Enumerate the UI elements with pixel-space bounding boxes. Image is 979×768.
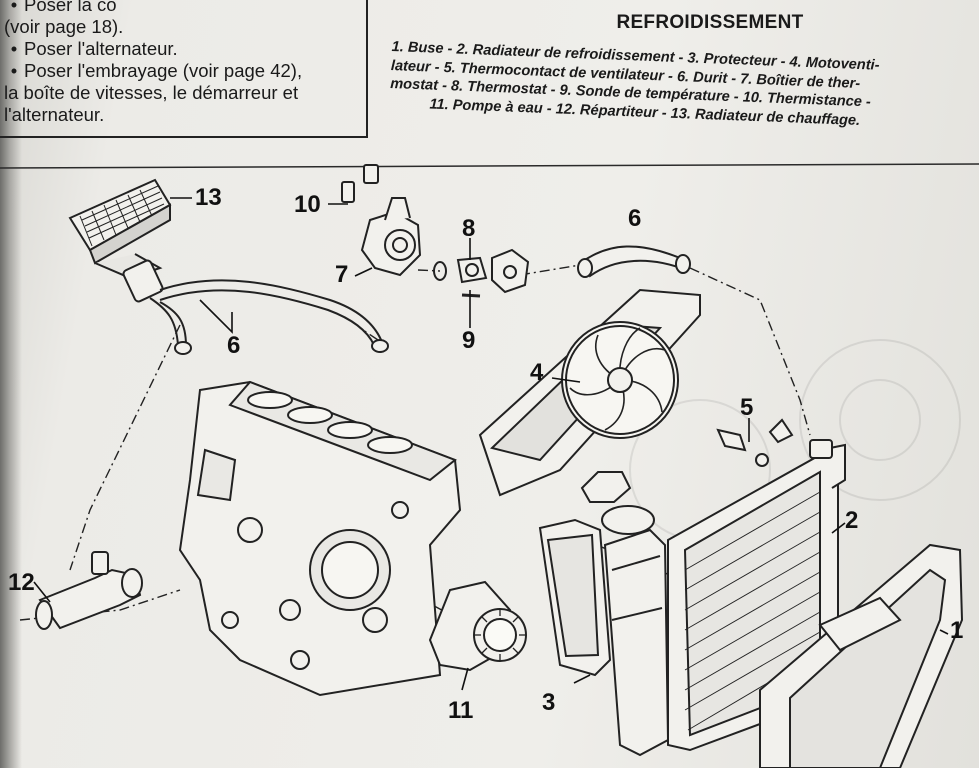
water-pump — [428, 580, 527, 672]
engine-block — [178, 380, 462, 697]
step-text: Poser la co — [24, 0, 117, 15]
callout-5: 5 — [740, 394, 753, 421]
bullet-icon: • — [10, 0, 18, 15]
step-line: (voir page 18). — [4, 16, 354, 38]
fan-motor — [478, 288, 701, 497]
step-line: • Poser l'alternateur. — [4, 38, 354, 60]
callout-7: 7 — [335, 261, 348, 288]
thermostat-parts — [433, 248, 530, 298]
callout-13: 13 — [195, 184, 222, 211]
callout-9: 9 — [462, 327, 475, 354]
radiator-core — [684, 491, 821, 731]
thermostat-housing — [341, 164, 422, 277]
callout-11: 11 — [448, 697, 473, 724]
step-text: l'alternateur. — [4, 104, 105, 125]
step-line: la boîte de vitesses, le démarreur et — [4, 82, 354, 104]
cylinder-bores — [247, 391, 413, 454]
radiator-hose — [577, 245, 691, 278]
fan-thermocontact — [716, 418, 794, 467]
bullet-icon: • — [10, 60, 18, 81]
callout-8: 8 — [462, 215, 475, 242]
callout-2: 2 — [845, 507, 858, 534]
step-line: • Poser l'embrayage (voir page 42), — [4, 60, 354, 82]
expansion-tank — [603, 528, 670, 757]
callout-1: 1 — [950, 617, 963, 644]
callout-10: 10 — [294, 191, 321, 218]
procedure-text-box: • Poser la co (voir page 18). • Poser l'al… — [0, 0, 368, 138]
coolant-distributor — [35, 551, 143, 630]
step-text: (voir page 18). — [4, 16, 124, 37]
step-text: Poser l'embrayage (voir page 42), — [24, 60, 303, 81]
callout-6-upper: 6 — [628, 205, 641, 232]
expansion-cap — [580, 471, 655, 535]
procedure-steps: • Poser la co (voir page 18). • Poser l'al… — [4, 0, 354, 126]
protector-shield — [538, 518, 612, 677]
heater-fins — [79, 185, 165, 247]
step-text: la boîte de vitesses, le démarreur et — [4, 82, 299, 103]
callout-6-heater: 6 — [227, 332, 240, 359]
nozzle-shroud — [759, 543, 964, 768]
section-title: REFROIDISSEMENT — [616, 12, 804, 33]
callout-3: 3 — [542, 689, 555, 716]
step-text: Poser l'alternateur. — [24, 38, 178, 59]
callout-4: 4 — [530, 359, 544, 386]
step-line: • Poser la co — [4, 0, 354, 16]
cooling-system-exploded-diagram: 13 10 7 8 9 6 6 4 5 2 3 11 12 1 — [0, 163, 979, 768]
step-line: l'alternateur. — [4, 104, 354, 126]
page-divider — [0, 163, 979, 169]
callout-12: 12 — [8, 569, 35, 596]
leader-lines — [33, 197, 949, 691]
bullet-icon: • — [10, 38, 18, 59]
pump-pulley-teeth — [474, 609, 526, 661]
figure-legend: 1. Buse - 2. Radiateur de refroidissemen… — [389, 38, 969, 134]
page-binding-shadow — [0, 0, 22, 768]
heater-hoses — [149, 279, 389, 355]
heater-radiator — [68, 178, 172, 303]
